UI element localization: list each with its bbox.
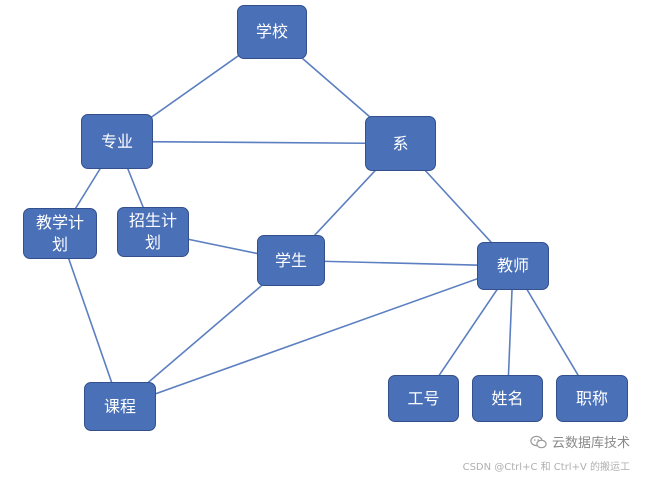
edge-major-department (116, 140, 401, 145)
node-student: 学生 (257, 235, 325, 286)
node-name: 姓名 (472, 375, 543, 422)
watermark-brand: 云数据库技术 (530, 432, 630, 451)
node-teacher: 教师 (477, 242, 549, 290)
node-title: 职称 (556, 375, 628, 422)
edge-student-teacher (290, 259, 514, 267)
node-employee-no: 工号 (388, 375, 459, 422)
node-enroll-plan: 招生计 划 (117, 207, 189, 257)
watermark-credit: CSDN @Ctrl+C 和 Ctrl+V 的搬运工 (462, 462, 630, 473)
node-department: 系 (365, 116, 436, 171)
node-teach-plan: 教学计 划 (23, 208, 97, 259)
node-course: 课程 (84, 382, 156, 431)
edge-teacher-course (119, 265, 514, 408)
node-major: 专业 (81, 114, 153, 169)
edge-teach-plan-course (59, 233, 121, 407)
wechat-icon (530, 435, 547, 448)
node-school: 学校 (237, 5, 307, 59)
watermark-brand-text: 云数据库技术 (551, 436, 630, 451)
